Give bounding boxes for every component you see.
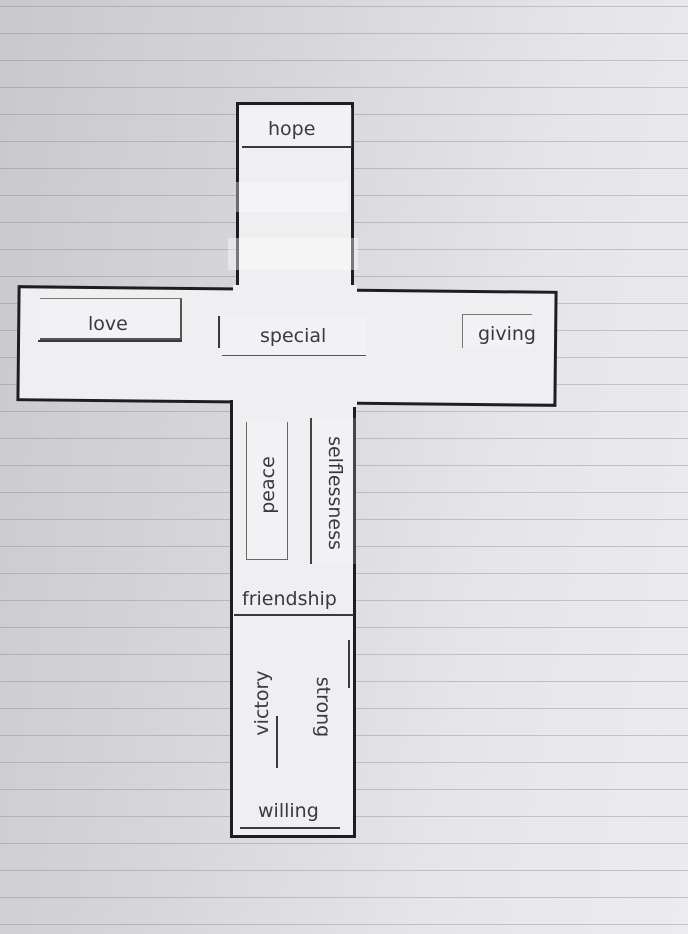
word-hope: hope [268,118,316,140]
ruled-line [0,87,688,88]
word-strong: strong [312,676,334,738]
love-underline [38,340,182,342]
blank-strip [236,182,348,212]
cross-top-arm [236,102,354,292]
strong-mark [348,640,350,688]
word-victory: victory [251,670,273,736]
friendship-underline [234,614,354,616]
special-left-mark [218,316,220,348]
word-peace: peace [257,456,279,514]
word-strip-giving [462,314,532,348]
cross-bottom-arm [230,400,356,838]
ruled-line [0,6,688,7]
word-strip-special [222,316,366,356]
word-willing: willing [258,800,319,822]
word-strip-peace [246,422,288,560]
blank-strip-2 [228,238,358,270]
victory-mark [276,716,278,768]
ruled-line [0,870,688,871]
cross-center [233,285,357,407]
ruled-line [0,33,688,34]
word-selflessness: selflessness [324,436,346,550]
ruled-line [0,897,688,898]
willing-underline [240,827,340,829]
word-friendship: friendship [242,588,337,610]
word-strip-love [40,298,182,340]
hope-underline [242,146,352,148]
word-special: special [260,325,327,347]
ruled-line [0,60,688,61]
word-strip-hope [240,108,352,148]
ruled-line [0,924,688,925]
word-love: love [88,313,128,335]
word-giving: giving [478,323,536,345]
word-strip-selflessness [310,418,356,564]
ruled-line [0,843,688,844]
